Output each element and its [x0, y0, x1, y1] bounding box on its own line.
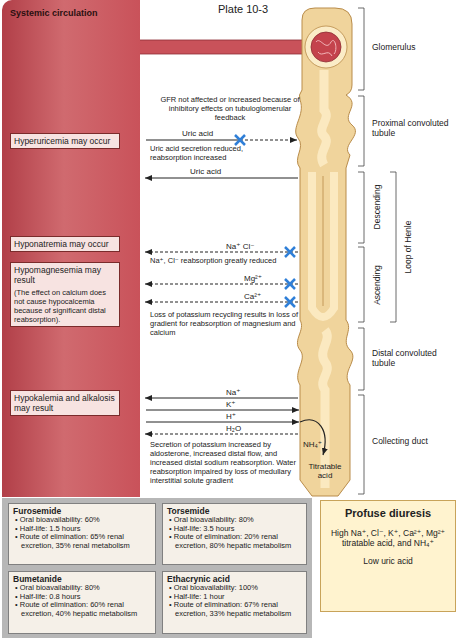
drug-info-box: Torsemide• Oral bioavailability: 80%• Ha… [162, 503, 307, 565]
drug-fact: • Half-life: 3.5 hours [167, 525, 302, 534]
section-label: Proximal convoluted tubule [372, 118, 458, 138]
bracket [390, 172, 396, 322]
bracket [358, 247, 364, 322]
nephron-tubule [296, 8, 356, 496]
solute-label: Titratable acid [301, 462, 349, 480]
drug-info-box: Furosemide• Oral bioavailability: 60%• H… [8, 503, 156, 565]
effect-text: Hypomagnesemia may result [14, 265, 116, 285]
note-text: Secretion of potassium increased by aldo… [150, 440, 298, 485]
reabsorption-arrow [145, 302, 298, 303]
secretion-arrow [146, 140, 240, 141]
glomerular-tuft [311, 32, 341, 62]
bracket [358, 328, 364, 390]
ion-label: H₂O [226, 424, 256, 433]
effect-box: Hypokalemia and alkalosis may result [10, 390, 120, 416]
drug-fact: • Oral bioavailability: 80% [13, 584, 151, 593]
plate-number: Plate 10-3 [218, 3, 308, 15]
secretion-arrow [240, 140, 297, 141]
ion-label: NH₄⁺ [303, 440, 333, 449]
effect-text: Hypokalemia and alkalosis may result [14, 393, 116, 413]
drug-name: Torsemide [167, 506, 302, 516]
outcome-note: Low uric acid [326, 556, 450, 566]
drug-info-box: Ethacrynic acid• Oral bioavailability: 1… [162, 571, 307, 634]
section-label: Glomerulus [372, 42, 452, 52]
drug-fact: • Oral bioavailability: 100% [167, 584, 302, 593]
section-label: Loop of Henle [403, 207, 413, 287]
effect-box: Hyponatremia may occur [10, 236, 120, 252]
solute-label: Uric acid [182, 129, 242, 138]
section-label: Ascending [372, 250, 382, 320]
block-mark [235, 135, 245, 145]
outcome-box: Profuse diuresisHigh Na⁺, Cl⁻, K⁺, Ca²⁺,… [320, 500, 456, 612]
drug-info-box: Bumetanide• Oral bioavailability: 80%• H… [8, 571, 156, 634]
capillary-loops [316, 41, 336, 56]
effect-note: (The effect on calcium does not cause hy… [14, 288, 116, 324]
drug-name: Bumetanide [13, 574, 151, 584]
block-mark [285, 279, 295, 289]
section-label: Distal convoluted tubule [372, 348, 458, 368]
effect-text: Hyponatremia may occur [14, 239, 116, 249]
block-mark [285, 297, 295, 307]
block-mark [285, 247, 295, 257]
note-text: Na⁺, Cl⁻ reabsorption greatly reduced [150, 256, 285, 265]
bracket [358, 96, 364, 166]
drug-fact: • Route of elimination: 67% renal excret… [167, 601, 302, 618]
ion-label: K⁺ [226, 400, 256, 409]
reabsorption-arrow [145, 178, 298, 179]
afferent-arteriole [128, 40, 324, 54]
drug-fact: • Oral bioavailability: 80% [167, 516, 302, 525]
bracket [358, 395, 364, 494]
drug-name: Ethacrynic acid [167, 574, 302, 584]
section-label: Descending [372, 172, 382, 242]
vessel-title: Systemic circulation [2, 0, 140, 19]
note-text: Loss of potassium recycling results in l… [150, 310, 298, 337]
effect-text: Hyperuricemia may occur [14, 136, 116, 146]
reabsorption-arrow [145, 398, 298, 399]
blood-vessel: Systemic circulationHyperuricemia may oc… [2, 0, 140, 497]
note-text: Uric acid secretion reduced, reabsorptio… [150, 144, 285, 162]
outcome-title: Profuse diuresis [326, 507, 450, 520]
ammonium-arrow [300, 420, 325, 455]
drug-panel [2, 498, 312, 638]
ion-label: Ca²⁺ [244, 292, 284, 301]
ion-label: Na⁺ Cl⁻ [226, 242, 276, 251]
ion-label: H⁺ [226, 412, 256, 421]
effect-box: Hypomagnesemia may result (The effect on … [10, 262, 120, 327]
drug-fact: • Route of elimination: 20% renal excret… [167, 533, 302, 550]
loop-divider [323, 176, 324, 306]
outcome-list: High Na⁺, Cl⁻, K⁺, Ca²⁺, Mg²⁺ titratable… [326, 528, 450, 548]
drug-name: Furosemide [13, 506, 151, 516]
reabsorption-arrow [145, 284, 298, 285]
bracket [358, 172, 364, 243]
reabsorption-arrow [145, 252, 298, 253]
drug-fact: • Route of elimination: 65% renal excret… [13, 533, 151, 550]
drug-fact: • Route of elimination: 60% renal excret… [13, 601, 151, 618]
drug-fact: • Half-life: 1.5 hours [13, 525, 151, 534]
note-text: GFR not affected or increased because of… [160, 95, 300, 122]
secretion-arrow [146, 410, 299, 411]
section-label: Collecting duct [372, 436, 458, 446]
reabsorption-arrow [145, 434, 298, 435]
ion-label: Mg²⁺ [244, 274, 284, 283]
effect-box: Hyperuricemia may occur [10, 133, 120, 149]
drug-fact: • Half-life: 1 hour [167, 593, 302, 602]
drug-fact: • Half-life: 0.8 hours [13, 593, 151, 602]
ion-label: Na⁺ [226, 388, 256, 397]
bowman-capsule [305, 26, 347, 68]
loop-lumen [312, 172, 334, 317]
secretion-arrow [146, 422, 299, 423]
drug-fact: • Oral bioavailability: 60% [13, 516, 151, 525]
tubule-lumen [322, 70, 327, 165]
bracket [358, 8, 364, 90]
solute-label: Uric acid [190, 167, 250, 176]
